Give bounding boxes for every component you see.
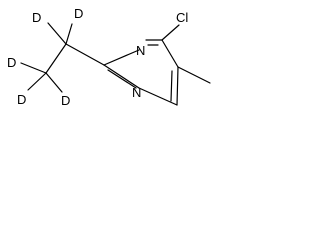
bond-ch3-d3 [20,62,47,74]
atom-label-cl: Cl [176,10,188,25]
bond-c4-cl [161,24,180,41]
atom-label-d3: D [7,55,16,70]
atom-label-d1: D [32,10,41,25]
bond-c5-c4 [161,39,179,68]
bond-c6-c5-inner [170,70,173,102]
bond-ch3-d4 [27,72,47,91]
atom-label-d4: D [17,92,26,107]
bond-c2-ch2 [65,43,105,66]
atom-label-d5: D [61,93,70,108]
bond-ch2-ch3 [45,43,67,74]
atom-label-n-top: N [136,43,145,58]
atom-label-d2: D [74,6,83,21]
atom-label-n-bottom: N [132,85,141,100]
bond-c2-n-bottom [103,64,140,89]
bond-c5-methyl [177,66,211,84]
bond-ch2-d1 [47,22,67,45]
bond-ch2-d2 [65,23,73,45]
bond-c2-n-bottom-inner [107,69,137,89]
bond-c6-c5 [176,66,179,106]
molecule-structure: N N Cl D D D D D [7,6,211,108]
bond-ch3-d5 [45,72,63,93]
bond-n-bottom-c6 [138,87,178,106]
bond-n-top-c2 [103,49,140,66]
